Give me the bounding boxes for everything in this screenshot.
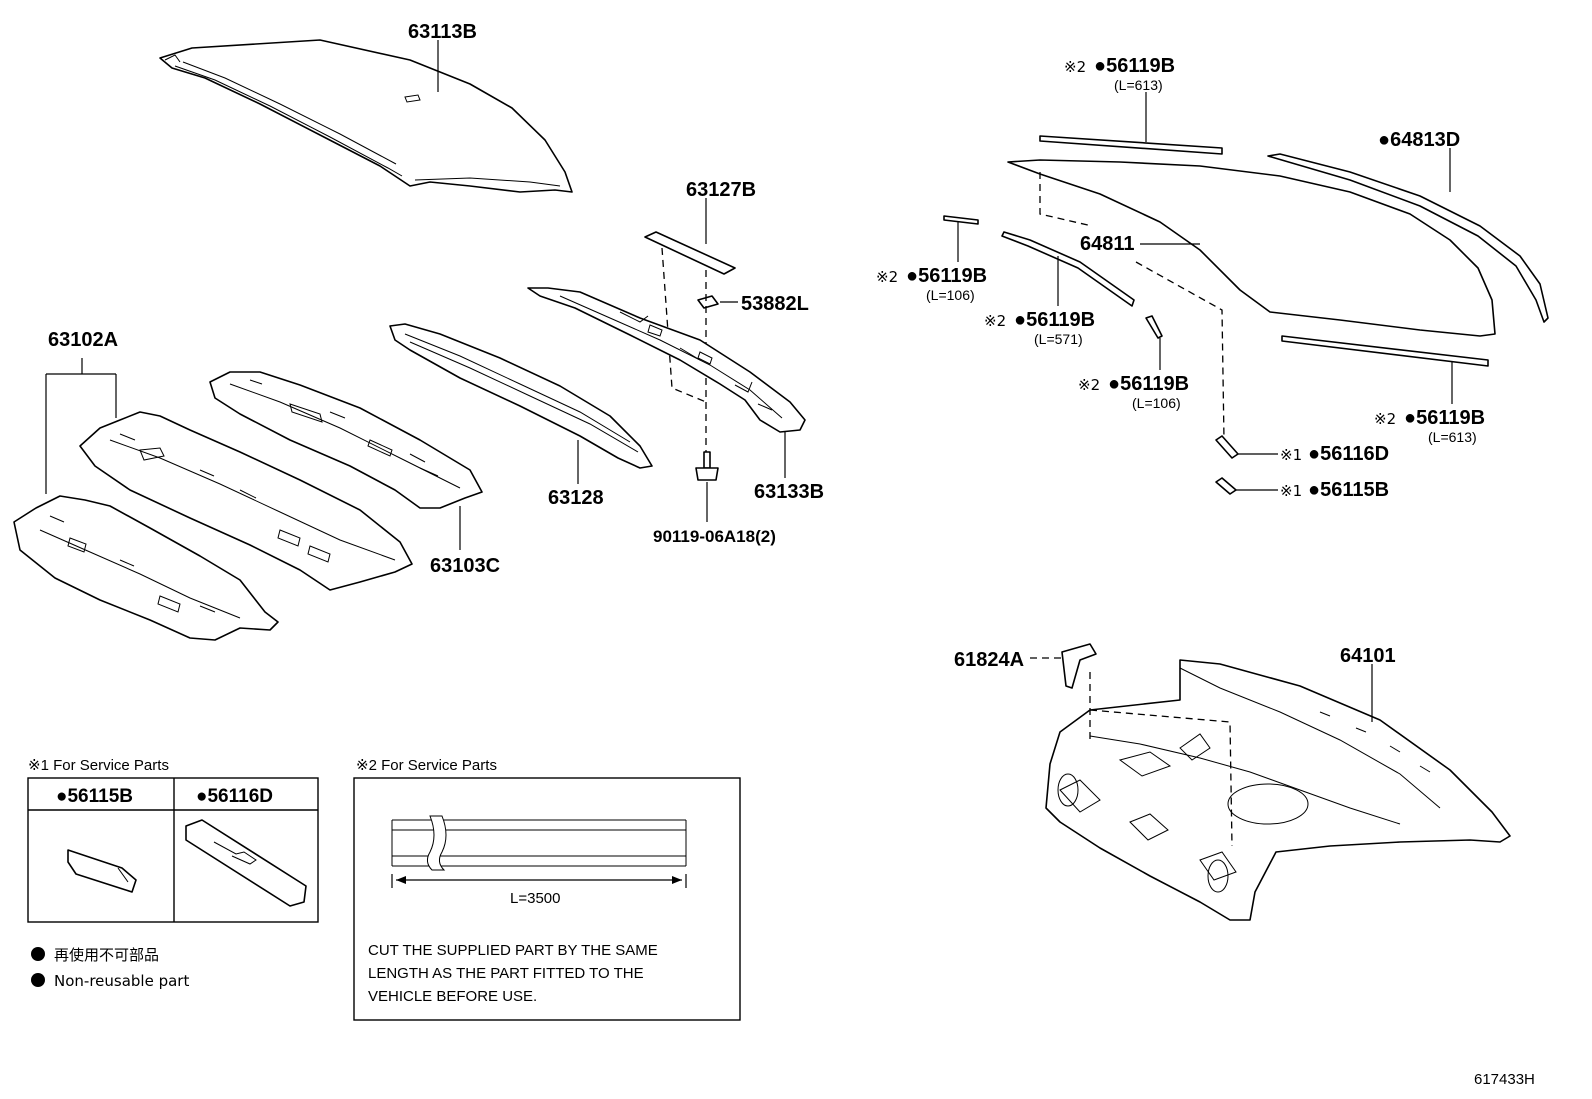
non-reusable-dot-icon [31, 947, 45, 961]
service1-col2: ●56116D [196, 786, 273, 807]
insulator-61824A[interactable] [1061, 643, 1097, 689]
label-56116D[interactable]: ※1 ●56116D [1280, 443, 1389, 465]
svg-text:●56119B: ●56119B [906, 265, 987, 287]
plate-63127B[interactable] [644, 231, 736, 275]
bolt-90119-06A18[interactable] [695, 451, 719, 481]
service1-col1: ●56115B [56, 786, 133, 807]
legend-en: Non-reusable part [54, 972, 189, 990]
svg-text:●56115B: ●56115B [1308, 479, 1389, 501]
front-header-63102A[interactable] [79, 411, 413, 591]
svg-text:L=3500: L=3500 [510, 890, 560, 907]
service2-note-line1: CUT THE SUPPLIED PART BY THE SAME [368, 942, 658, 959]
roof-bow-63128[interactable] [389, 323, 653, 469]
label-64101[interactable]: 64101 [1340, 645, 1396, 667]
label-63102A[interactable]: 63102A [48, 329, 118, 351]
label-53882L[interactable]: 53882L [741, 293, 809, 315]
label-56119B-right[interactable]: ※2 ●56119B (L=613) [1374, 407, 1485, 445]
svg-text:(L=571): (L=571) [1034, 331, 1083, 347]
svg-text:※1: ※1 [1280, 482, 1302, 500]
service2-note-line2: LENGTH AS THE PART FITTED TO THE [368, 965, 644, 982]
weatherstrip-56119B-mid2[interactable] [1145, 315, 1163, 339]
svg-text:●56116D: ●56116D [1308, 443, 1389, 465]
weatherstrip-56119B-top[interactable] [1039, 135, 1223, 155]
spacer-56115B-detail [67, 849, 137, 893]
label-90119-06A18[interactable]: 90119-06A18(2) [653, 527, 776, 546]
weatherstrip-56119B-right[interactable] [1281, 335, 1489, 367]
svg-text:※1: ※1 [1280, 446, 1302, 464]
svg-text:※2: ※2 [876, 268, 898, 286]
svg-text:●56119B: ●56119B [1404, 407, 1485, 429]
svg-text:(L=106): (L=106) [1132, 395, 1181, 411]
molding-64813D[interactable] [1267, 153, 1549, 323]
label-56119B-left[interactable]: ※2 ●56119B (L=106) [876, 265, 987, 303]
svg-text:※2: ※2 [1064, 58, 1086, 76]
weatherstrip-56119B-mid[interactable] [1001, 231, 1135, 307]
label-56115B[interactable]: ※1 ●56115B [1280, 479, 1389, 501]
weatherstrip-56119B-left[interactable] [943, 215, 979, 225]
spacer-56116D[interactable] [1215, 435, 1239, 459]
service2-note-line3: VEHICLE BEFORE USE. [368, 988, 537, 1005]
label-63133B[interactable]: 63133B [754, 481, 824, 503]
length-dimension: L=3500 [391, 874, 687, 907]
label-56119B-mid2[interactable]: ※2 ●56119B (L=106) [1078, 373, 1189, 411]
svg-text:●56119B: ●56119B [1108, 373, 1189, 395]
figure-code: 617433H [1474, 1071, 1535, 1088]
legend-jp: 再使用不可部品 [54, 946, 159, 964]
label-56119B-mid[interactable]: ※2 ●56119B (L=571) [984, 309, 1095, 347]
spacer-56116D-detail [185, 819, 307, 907]
label-63127B[interactable]: 63127B [686, 179, 756, 201]
service2-title: ※2 For Service Parts [356, 757, 497, 774]
service-parts-box-1: ※1 For Service Parts ●56115B ●56116D [27, 757, 319, 923]
back-window-glass-64811[interactable] [1007, 159, 1496, 337]
front-header-lower-63102A[interactable] [13, 495, 279, 641]
spacer-56115B[interactable] [1215, 477, 1237, 495]
clip-53882L[interactable] [697, 295, 719, 309]
label-56119B-top[interactable]: ※2 ●56119B (L=613) [1064, 55, 1175, 93]
service1-title: ※1 For Service Parts [28, 757, 169, 774]
label-63103C[interactable]: 63103C [430, 555, 500, 577]
weatherstrip-sample [391, 815, 687, 871]
svg-text:●56119B: ●56119B [1014, 309, 1095, 331]
svg-text:※2: ※2 [1078, 376, 1100, 394]
label-64813D[interactable]: ●64813D [1378, 129, 1460, 151]
label-61824A[interactable]: 61824A [954, 649, 1024, 671]
roof-panel-63113B[interactable] [159, 39, 573, 193]
label-64811[interactable]: 64811 [1080, 233, 1135, 255]
service-parts-box-2: ※2 For Service Parts L=3500 CUT THE SUPP… [353, 757, 741, 1021]
svg-text:(L=613): (L=613) [1428, 429, 1477, 445]
svg-text:※2: ※2 [984, 312, 1006, 330]
svg-text:※2: ※2 [1374, 410, 1396, 428]
svg-text:(L=106): (L=106) [926, 287, 975, 303]
svg-text:(L=613): (L=613) [1114, 77, 1163, 93]
svg-text:●56119B: ●56119B [1094, 55, 1175, 77]
label-63128[interactable]: 63128 [548, 487, 604, 509]
package-tray-64101[interactable] [1045, 659, 1511, 921]
roof-reinforcement-63103C[interactable] [209, 371, 483, 509]
rear-header-63133B[interactable] [527, 287, 806, 433]
non-reusable-dot-icon [31, 973, 45, 987]
legend: 再使用不可部品 Non-reusable part [31, 946, 189, 990]
label-63113B[interactable]: 63113B [408, 21, 477, 43]
